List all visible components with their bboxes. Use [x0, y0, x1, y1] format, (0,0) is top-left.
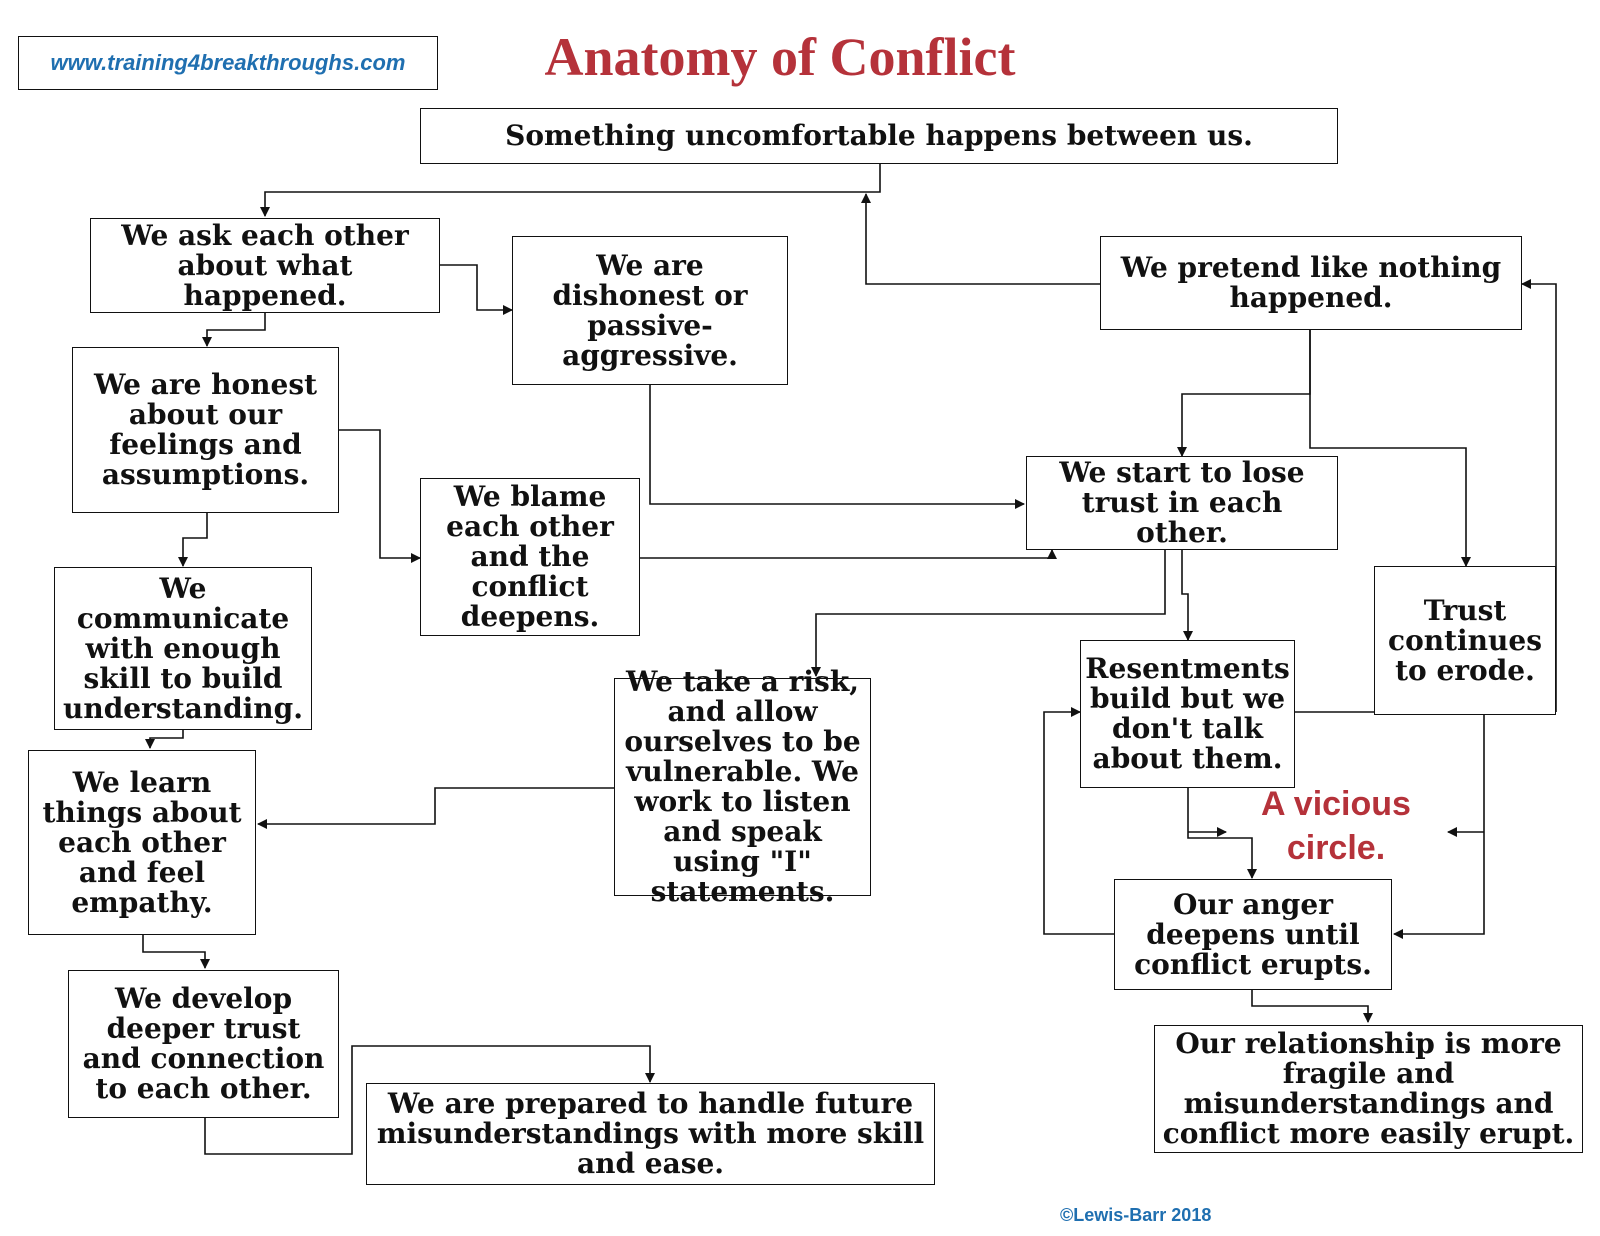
- arrow-pretend-to-trust-erode: [1309, 330, 1471, 567]
- box-anger: Our anger deepens until conflict erupts.: [1114, 879, 1392, 990]
- arrow-develop-to-prepared: [204, 1045, 655, 1155]
- box-communicate: We communicate with enough skill to buil…: [54, 567, 312, 730]
- arrow-anger-to-resentments: [1043, 707, 1114, 935]
- arrow-trust-erode-to-pretend: [1521, 279, 1557, 712]
- box-learn: We learn things about each other and fee…: [28, 750, 256, 935]
- arrow-honest-to-blame: [339, 429, 421, 563]
- arrow-communicate-to-learn: [145, 730, 184, 749]
- arrow-ask-to-dishonest: [440, 264, 513, 315]
- box-resentments: Resentments build but we don't talk abou…: [1080, 640, 1295, 788]
- vicious-circle-label: A vicious circle.: [1261, 785, 1411, 867]
- arrow-dishonest-to-lose-trust: [649, 385, 1025, 509]
- box-prepared: We are prepared to handle future misunde…: [366, 1083, 935, 1185]
- arrow-lose-trust-to-resentments: [1181, 550, 1193, 641]
- arrow-trust-erode-to-anger: [1393, 715, 1485, 939]
- arrow-ask-to-honest: [202, 313, 266, 347]
- box-honest: We are honest about our feelings and ass…: [72, 347, 339, 513]
- box-blame: We blame each other and the conflict dee…: [420, 478, 640, 636]
- box-develop: We develop deeper trust and connection t…: [68, 970, 339, 1118]
- box-start: Something uncomfortable happens between …: [420, 108, 1338, 164]
- arrow-blame-to-lose-trust: [640, 549, 1057, 559]
- box-dishonest: We are dishonest or passive-aggressive.: [512, 236, 788, 385]
- arrow-honest-to-communicate: [178, 513, 208, 567]
- diagram-title: Anatomy of Conflict: [544, 27, 1016, 87]
- arrow-pretend-to-start: [861, 193, 1100, 285]
- arrow-lose-trust-to-risk: [811, 550, 1166, 677]
- box-lose-trust: We start to lose trust in each other.: [1026, 456, 1338, 550]
- arrow-learn-to-develop: [142, 935, 210, 969]
- box-pretend: We pretend like nothing happened.: [1100, 236, 1522, 330]
- arrow-start-to-ask: [260, 164, 881, 217]
- arrow-pretend-to-lose-trust: [1177, 330, 1311, 457]
- copyright: ©Lewis-Barr 2018: [1060, 1205, 1212, 1225]
- box-ask: We ask each other about what happened.: [90, 218, 440, 313]
- box-fragile: Our relationship is more fragile and mis…: [1154, 1025, 1583, 1153]
- arrow-resentments-to-anger: [1187, 788, 1257, 879]
- arrow-risk-to-learn: [257, 787, 614, 829]
- arrow-anger-to-fragile: [1251, 990, 1373, 1023]
- website-link[interactable]: www.training4breakthroughs.com: [18, 36, 438, 90]
- box-trust-erode: Trust continues to erode.: [1374, 566, 1556, 715]
- box-risk: We take a risk, and allow ourselves to b…: [614, 667, 871, 907]
